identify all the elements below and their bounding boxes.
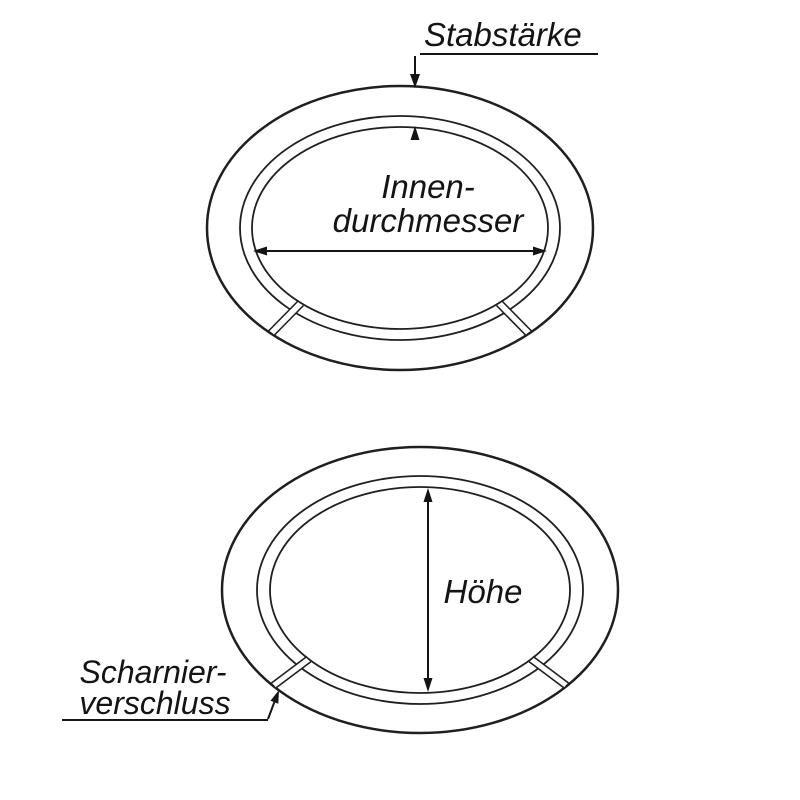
- bottom-ring-hole-ellipse: [269, 486, 571, 694]
- bottom-ring-left-cut-gap: [272, 657, 310, 688]
- top-ring-left-cut-gap: [269, 301, 303, 335]
- top-ring-right-cut-gap: [497, 301, 531, 335]
- bottom-ring-right-cut-line: [528, 660, 566, 690]
- top-ring-outer-ellipse: [205, 84, 595, 372]
- height-arrow: [423, 488, 433, 692]
- top-ring-left-cut-line: [272, 304, 305, 337]
- hinge-label-line2: verschluss: [79, 685, 230, 721]
- inner-diameter-arrow: [253, 246, 547, 256]
- height-arrowhead-up-icon: [423, 488, 433, 502]
- inner-diameter-arrowhead-right-icon: [533, 246, 547, 256]
- inner-diameter-label-line1: Innen-: [381, 168, 475, 205]
- bottom-ring: [220, 445, 620, 735]
- top-ring-left-cut-line: [267, 299, 300, 332]
- thickness-arrow: [410, 56, 420, 88]
- thickness-label: Stabstärke: [424, 16, 582, 53]
- inner-diameter-label-line2: durchmesser: [333, 202, 526, 239]
- hinge-arrow: [267, 690, 279, 720]
- bottom-ring-right-cut-line: [532, 655, 570, 685]
- bottom-ring-outer-ellipse: [220, 445, 620, 735]
- bottom-ring-left-cut-line: [270, 655, 308, 685]
- bottom-ring-right-cut-gap: [530, 657, 568, 688]
- bottom-ring-left-cut-line: [274, 660, 312, 690]
- height-label: Höhe: [444, 573, 523, 610]
- top-ring: [205, 84, 595, 372]
- height-arrowhead-down-icon: [423, 678, 433, 692]
- top-ring-right-cut-line: [500, 299, 533, 332]
- top-ring-hole-ellipse: [251, 126, 549, 330]
- top-ring-right-cut-line: [495, 304, 528, 337]
- thickness-inner-pointer-icon: [410, 126, 420, 140]
- hinge-arrowhead-icon: [270, 690, 279, 704]
- thickness-arrowhead-down-icon: [410, 74, 420, 88]
- inner-diameter-arrowhead-left-icon: [253, 246, 267, 256]
- hinge-label-line1: Scharnier-: [79, 654, 226, 690]
